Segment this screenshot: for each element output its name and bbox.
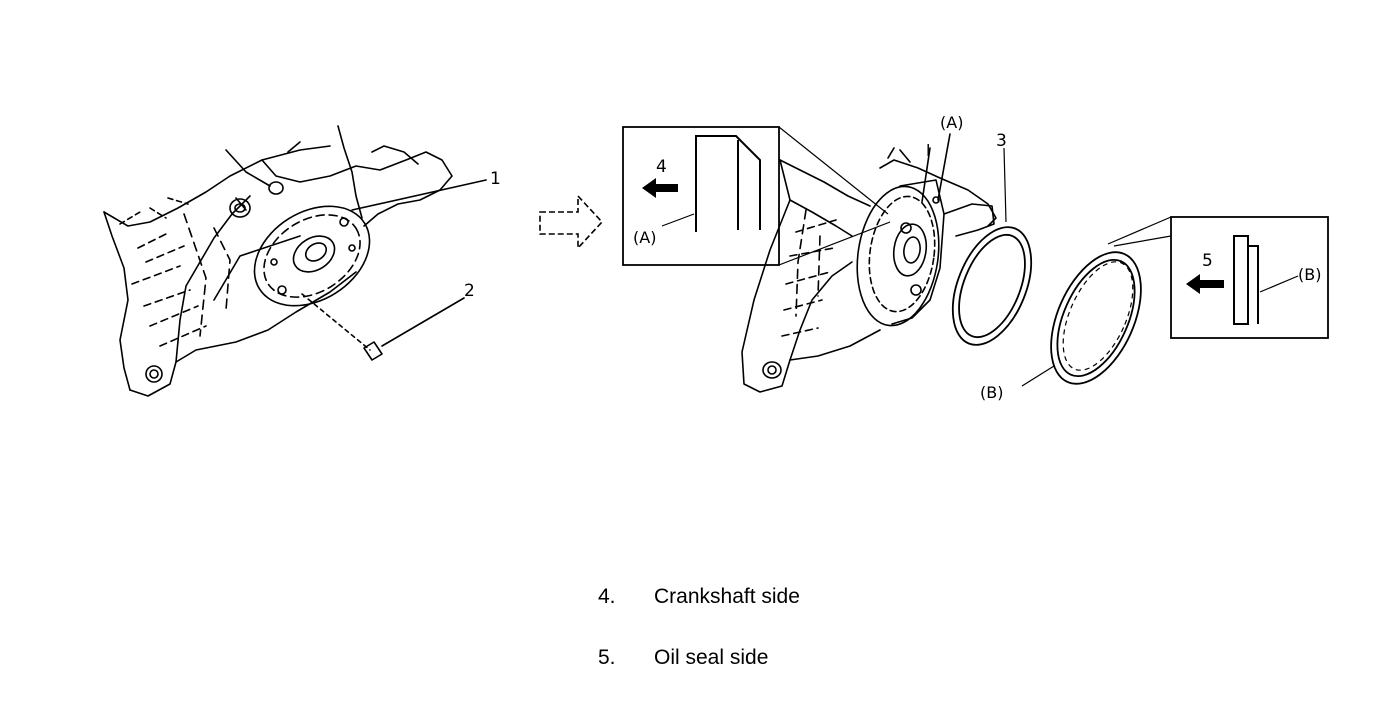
callout-part-1: 1 xyxy=(490,169,501,189)
legend-number: 5. xyxy=(598,646,616,669)
right-engine-illustration xyxy=(741,133,997,393)
callout-part-2: 2 xyxy=(464,281,475,301)
detail-a-label: (A) xyxy=(633,228,656,247)
legend-text: Crankshaft side xyxy=(654,585,800,608)
legend-number: 4. xyxy=(598,585,616,608)
detail-b-number: 5 xyxy=(1202,251,1213,271)
callout-part-3: 3 xyxy=(996,131,1007,151)
hollow-arrow-icon xyxy=(539,193,604,251)
legend-item-crankshaft-side: 4. Crankshaft side xyxy=(598,585,800,609)
arrow-left-icon-a xyxy=(642,178,678,198)
leader-mark-a xyxy=(937,133,951,201)
detail-box-b xyxy=(1107,216,1329,339)
oil-seal-part-3 xyxy=(951,147,1033,346)
leader-part-2 xyxy=(381,297,465,347)
legend-item-oil-seal-side: 5. Oil seal side xyxy=(598,646,768,670)
arrow-left-icon-b xyxy=(1186,274,1224,294)
legend-text: Oil seal side xyxy=(654,646,769,669)
detail-a-number: 4 xyxy=(656,157,667,177)
leader-part-1 xyxy=(351,179,487,211)
callout-mark-a-tick: l xyxy=(926,141,930,160)
detail-b-label: (B) xyxy=(1298,265,1321,284)
oil-seal-ring-b xyxy=(1021,251,1142,387)
left-engine-illustration xyxy=(103,125,487,397)
detail-box-a xyxy=(622,126,891,266)
callout-mark-a: (A) xyxy=(940,113,963,132)
callout-mark-b: (B) xyxy=(980,383,1003,402)
